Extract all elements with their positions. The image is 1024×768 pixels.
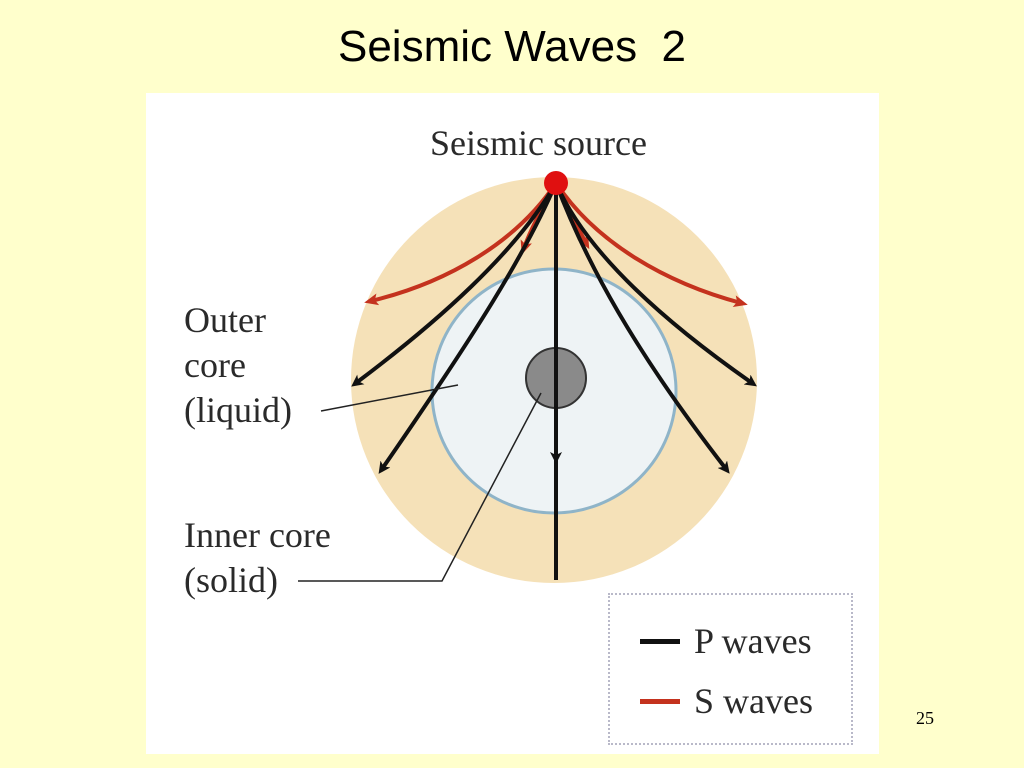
legend-label: S waves — [694, 681, 813, 721]
legend-item-p-waves: P waves — [640, 621, 812, 661]
inner-core-label-line: (solid) — [184, 560, 278, 600]
s-wave-ray — [364, 181, 558, 306]
inner-core-leader-line — [298, 392, 542, 582]
seismic-source-dot — [544, 171, 568, 195]
legend: P waves S waves — [608, 593, 853, 745]
inner-core-label: Inner core (solid) — [184, 513, 331, 603]
s-waves-swatch — [640, 698, 680, 704]
outer-core-label-line: core — [184, 345, 246, 385]
legend-label: P waves — [694, 621, 812, 661]
figure-panel: Seismic source Outer core (liquid) Inner… — [146, 93, 879, 754]
outer-core-leader-line — [320, 384, 459, 412]
earth-cross-section-diagram — [298, 171, 757, 583]
outer-core-label: Outer core (liquid) — [184, 298, 292, 433]
p-wave-ray — [554, 182, 730, 474]
outer-core-label-line: Outer — [184, 300, 266, 340]
seismic-source-label: Seismic source — [430, 123, 647, 163]
inner-core-label-line: Inner core — [184, 515, 331, 555]
p-wave-ray — [554, 182, 757, 387]
legend-item-s-waves: S waves — [640, 681, 813, 721]
slide-title: Seismic Waves 2 — [337, 22, 686, 71]
p-wave-ray — [378, 182, 558, 474]
s-wave-ray — [554, 181, 748, 307]
p-waves-swatch — [640, 638, 680, 644]
page-number: 25 — [916, 708, 934, 728]
p-wave-ray — [351, 182, 558, 387]
outer-core-label-line: (liquid) — [184, 390, 292, 430]
